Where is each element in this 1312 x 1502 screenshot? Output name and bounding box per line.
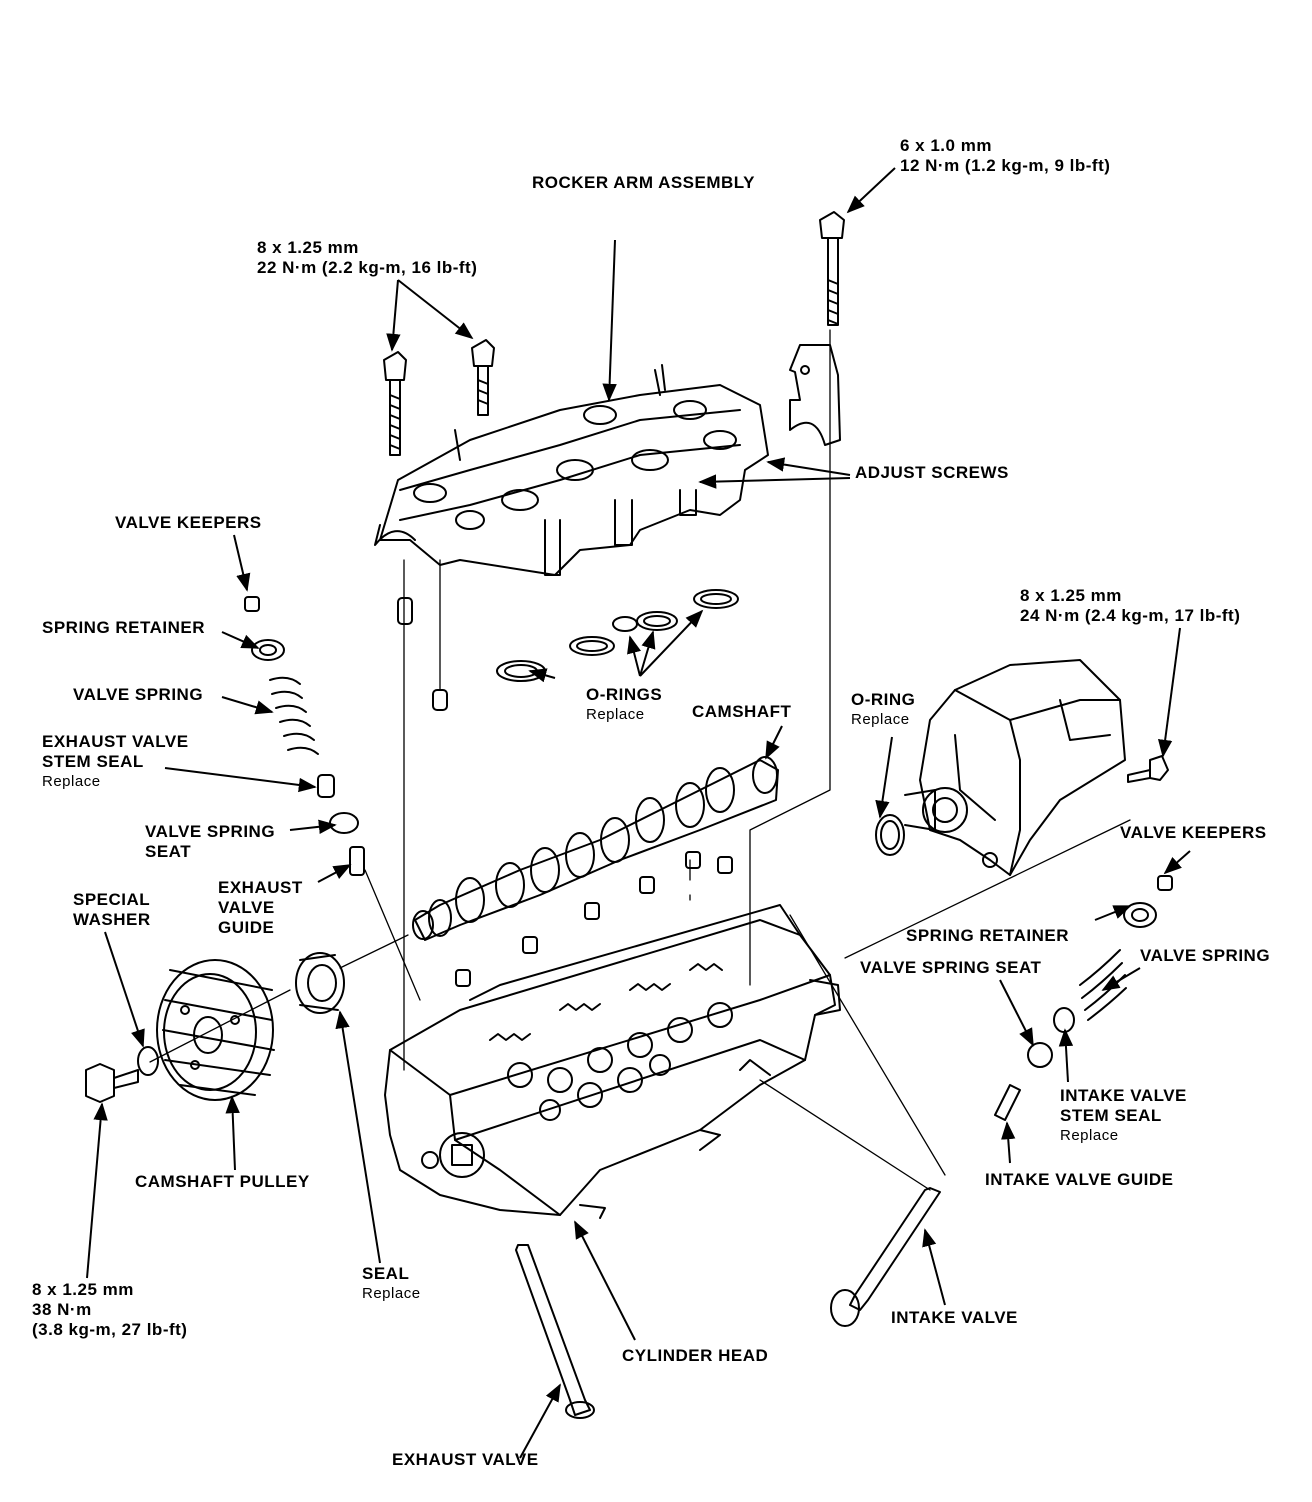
pulley-bolt (85, 1063, 139, 1103)
label-exhaust-stem-seal-line1: EXHAUST VALVE (42, 732, 189, 751)
rocker-arm-assembly-shape (374, 364, 769, 576)
rocker-shaft-holder (789, 344, 841, 446)
label-valve-spring-seat-left-line2: SEAT (145, 842, 192, 861)
label-rocker-bolt-torque: 22 N·m (2.2 kg-m, 16 lb-ft) (257, 258, 478, 277)
label-pulley-bolt-size: 8 x 1.25 mm (32, 1280, 134, 1299)
label-valve-spring-right: VALVE SPRING (1140, 946, 1271, 965)
o-rings-set (496, 589, 739, 682)
dowel-pin (397, 597, 413, 625)
label-intake-stem-seal-line2: STEM SEAL (1060, 1106, 1162, 1125)
label-special-washer-line1: SPECIAL (73, 890, 151, 909)
label-o-ring-title: O-RING (851, 690, 916, 709)
label-valve-spring-left: VALVE SPRING (73, 685, 204, 704)
label-distributor-bolt-spec: 8 x 1.25 mm 24 N·m (2.4 kg-m, 17 lb-ft) (1020, 586, 1240, 626)
label-valve-spring-seat-left: VALVE SPRING SEAT (145, 822, 275, 862)
label-exhaust-valve-guide-line2: VALVE (218, 898, 275, 917)
label-pulley-bolt-torque1: 38 N·m (32, 1300, 92, 1319)
label-camshaft-pulley: CAMSHAFT PULLEY (135, 1172, 310, 1191)
label-intake-valve-guide: INTAKE VALVE GUIDE (985, 1170, 1174, 1189)
label-camshaft: CAMSHAFT (692, 702, 792, 721)
label-intake-stem-seal-note: Replace (1060, 1127, 1119, 1144)
distributor-bolt (1127, 755, 1169, 783)
label-exhaust-stem-seal-line2: STEM SEAL (42, 752, 144, 771)
label-intake-valve: INTAKE VALVE (891, 1308, 1018, 1327)
label-intake-stem-seal-line1: INTAKE VALVE (1060, 1086, 1187, 1105)
label-o-ring: O-RING Replace (851, 690, 915, 730)
distributor-o-ring (875, 814, 905, 856)
label-valve-spring-seat-left-line1: VALVE SPRING (145, 822, 276, 841)
label-exhaust-valve-guide-line1: EXHAUST (218, 878, 303, 897)
label-exhaust-valve-guide-line3: GUIDE (218, 918, 275, 937)
label-o-rings: O-RINGS Replace (586, 685, 662, 725)
intake-valve-parts (994, 875, 1173, 1121)
label-valve-spring-seat-right: VALVE SPRING SEAT (860, 958, 1042, 977)
label-rocker-arm-assembly: ROCKER ARM ASSEMBLY (532, 173, 755, 192)
long-bolt (819, 211, 845, 326)
label-distributor-bolt-size: 8 x 1.25 mm (1020, 586, 1122, 605)
special-washer (137, 1046, 159, 1076)
label-pulley-bolt-torque2: (3.8 kg-m, 27 lb-ft) (32, 1320, 188, 1339)
label-o-rings-note: Replace (586, 706, 645, 723)
label-top-bolt-spec: 6 x 1.0 mm 12 N·m (1.2 kg-m, 9 lb-ft) (900, 136, 1110, 176)
label-exhaust-stem-seal-note: Replace (42, 773, 101, 790)
label-spring-retainer-right: SPRING RETAINER (906, 926, 1070, 945)
intake-valve-shape (830, 1187, 941, 1327)
camshaft-pulley-shape (156, 959, 275, 1101)
label-pulley-bolt-spec: 8 x 1.25 mm 38 N·m (3.8 kg-m, 27 lb-ft) (32, 1280, 187, 1340)
label-valve-keepers-right: VALVE KEEPERS (1120, 823, 1267, 842)
label-rocker-bolt-spec: 8 x 1.25 mm 22 N·m (2.2 kg-m, 16 lb-ft) (257, 238, 477, 278)
exhaust-valve-shape (515, 1244, 595, 1419)
cylinder-head-shape (384, 904, 841, 1219)
label-special-washer: SPECIAL WASHER (73, 890, 151, 930)
label-exhaust-valve-stem-seal: EXHAUST VALVE STEM SEAL Replace (42, 732, 189, 792)
label-spring-retainer-left: SPRING RETAINER (42, 618, 206, 637)
label-top-bolt-size: 6 x 1.0 mm (900, 136, 992, 155)
label-cylinder-head: CYLINDER HEAD (622, 1346, 769, 1365)
label-exhaust-valve-guide: EXHAUST VALVE GUIDE (218, 878, 303, 938)
distributor-housing-shape (904, 659, 1126, 876)
label-top-bolt-torque: 12 N·m (1.2 kg-m, 9 lb-ft) (900, 156, 1111, 175)
label-special-washer-line2: WASHER (73, 910, 151, 929)
label-o-ring-note: Replace (851, 711, 910, 728)
camshaft-seal (295, 952, 345, 1014)
camshaft-shape (412, 756, 779, 941)
label-valve-keepers-left: VALVE KEEPERS (115, 513, 262, 532)
rocker-bolts (383, 339, 495, 456)
label-distributor-bolt-torque: 24 N·m (2.4 kg-m, 17 lb-ft) (1020, 606, 1241, 625)
label-exhaust-valve: EXHAUST VALVE (392, 1450, 539, 1469)
label-adjust-screws: ADJUST SCREWS (855, 463, 1009, 482)
label-seal-title: SEAL (362, 1264, 410, 1283)
valve-guide-caps (455, 851, 733, 987)
label-intake-valve-stem-seal: INTAKE VALVE STEM SEAL Replace (1060, 1086, 1187, 1146)
label-seal: SEAL Replace (362, 1264, 421, 1304)
dowel-pin (432, 689, 448, 711)
label-rocker-bolt-size: 8 x 1.25 mm (257, 238, 359, 257)
label-o-rings-title: O-RINGS (586, 685, 663, 704)
label-seal-note: Replace (362, 1285, 421, 1302)
